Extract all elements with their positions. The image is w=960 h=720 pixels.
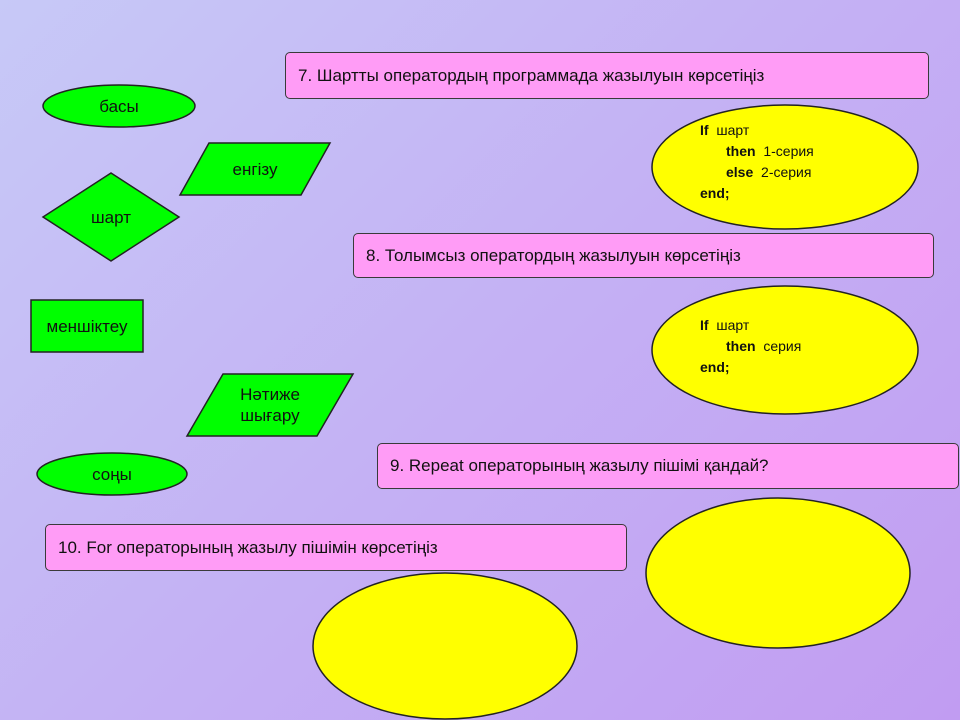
answer-7-end-line: end; [700, 183, 814, 204]
question-8-box: 8. Толымсыз оператордың жазылуын көрсеті… [353, 233, 934, 278]
answer-7-then-line: then 1-серия [700, 141, 814, 162]
input-parallelogram-outline [178, 142, 332, 196]
if-condition: шарт [716, 122, 750, 138]
question-7-box: 7. Шартты оператордың программада жазылу… [285, 52, 929, 99]
end-keyword: end; [700, 185, 730, 201]
answer-7-code: If шарт then 1-серия else 2-серия end; [700, 120, 814, 204]
question-8-text: 8. Толымсыз оператордың жазылуын көрсеті… [366, 245, 741, 265]
else-keyword: else [726, 164, 754, 180]
answer-10-ellipse-outline [312, 572, 578, 720]
start-terminal-outline [42, 84, 196, 128]
condition-diamond-outline [41, 172, 181, 262]
if-condition: шарт [716, 317, 750, 333]
end-terminal-shape: соңы [36, 452, 188, 496]
question-9-box: 9. Repeat операторының жазылу пішімі қан… [377, 443, 959, 489]
if-keyword: If [700, 317, 709, 333]
assign-process-outline [30, 299, 144, 353]
output-parallelogram-shape: Нәтиже шығару [185, 373, 355, 437]
then-keyword: then [726, 143, 756, 159]
condition-diamond-shape: шарт [41, 172, 181, 262]
end-terminal-label: соңы [92, 464, 132, 484]
answer-9-ellipse-outline [645, 497, 911, 649]
answer-7-ellipse-outline [651, 104, 919, 230]
question-10-box: 10. For операторының жазылу пішімін көрс… [45, 524, 627, 571]
answer-7-ellipse [651, 104, 919, 230]
output-parallelogram-outline [185, 373, 355, 437]
then-series: серия [763, 338, 802, 354]
answer-9-ellipse [645, 497, 911, 649]
answer-7-if-line: If шарт [700, 120, 814, 141]
answer-8-ellipse [651, 285, 919, 415]
answer-8-if-line: If шарт [700, 315, 801, 336]
start-terminal-shape: басы [42, 84, 196, 128]
input-parallelogram-shape: енгізу [178, 142, 332, 196]
assign-process-label: меншіктеу [46, 316, 128, 336]
answer-8-ellipse-outline [651, 285, 919, 415]
answer-8-code: If шарт then серия end; [700, 315, 801, 378]
answer-8-then-line: then серия [700, 336, 801, 357]
output-parallelogram-label: Нәтиже шығару [240, 385, 300, 425]
assign-process-shape: меншіктеу [30, 299, 144, 353]
answer-7-else-line: else 2-серия [700, 162, 814, 183]
question-7-text: 7. Шартты оператордың программада жазылу… [298, 65, 765, 85]
question-10-text: 10. For операторының жазылу пішімін көрс… [58, 537, 438, 557]
condition-diamond-label: шарт [91, 207, 131, 227]
else-series: 2-серия [761, 164, 812, 180]
start-terminal-label: басы [99, 96, 139, 116]
answer-10-ellipse [312, 572, 578, 720]
input-parallelogram-label: енгізу [232, 159, 278, 179]
if-keyword: If [700, 122, 709, 138]
question-9-text: 9. Repeat операторының жазылу пішімі қан… [390, 456, 769, 475]
then-keyword: then [726, 338, 756, 354]
answer-8-end-line: end; [700, 357, 801, 378]
end-terminal-outline [36, 452, 188, 496]
end-keyword: end; [700, 359, 730, 375]
then-series: 1-серия [763, 143, 814, 159]
